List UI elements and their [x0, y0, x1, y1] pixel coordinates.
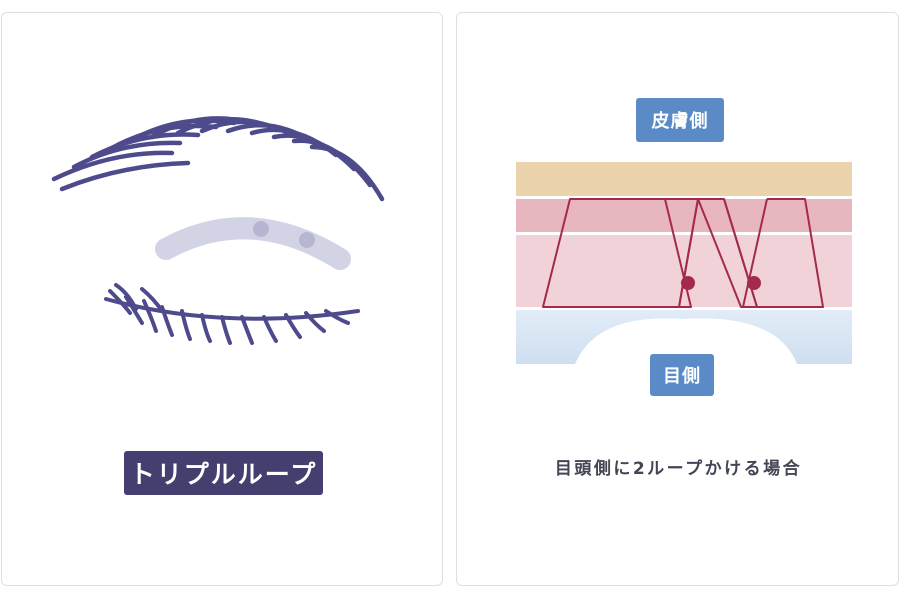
suture-knot — [747, 276, 761, 290]
loop-knot — [299, 232, 315, 248]
diagram-caption: 目頭側に2ループかける場合 — [554, 459, 803, 479]
skin-side-label: 皮膚側 — [636, 98, 724, 142]
eyeball-arch — [575, 318, 797, 364]
upper-lashes — [51, 116, 385, 202]
tissue-layer — [516, 235, 852, 307]
dermis-layer — [516, 199, 852, 232]
suture-threads — [542, 198, 824, 308]
loop-knot — [253, 221, 269, 237]
loop-band — [155, 217, 351, 270]
right-panel: 皮膚側 目側 目頭側に2ループかける場合 — [456, 12, 899, 586]
eye-side-label: 目側 — [650, 354, 714, 396]
eye-illustration — [51, 116, 385, 345]
lower-lashes — [104, 283, 360, 345]
left-panel: トリプルループ — [1, 12, 443, 586]
triple-loop-label: トリプルループ — [124, 451, 323, 495]
cross-section-diagram — [516, 162, 852, 364]
skin-layer — [516, 162, 852, 196]
suture-knot — [681, 276, 695, 290]
